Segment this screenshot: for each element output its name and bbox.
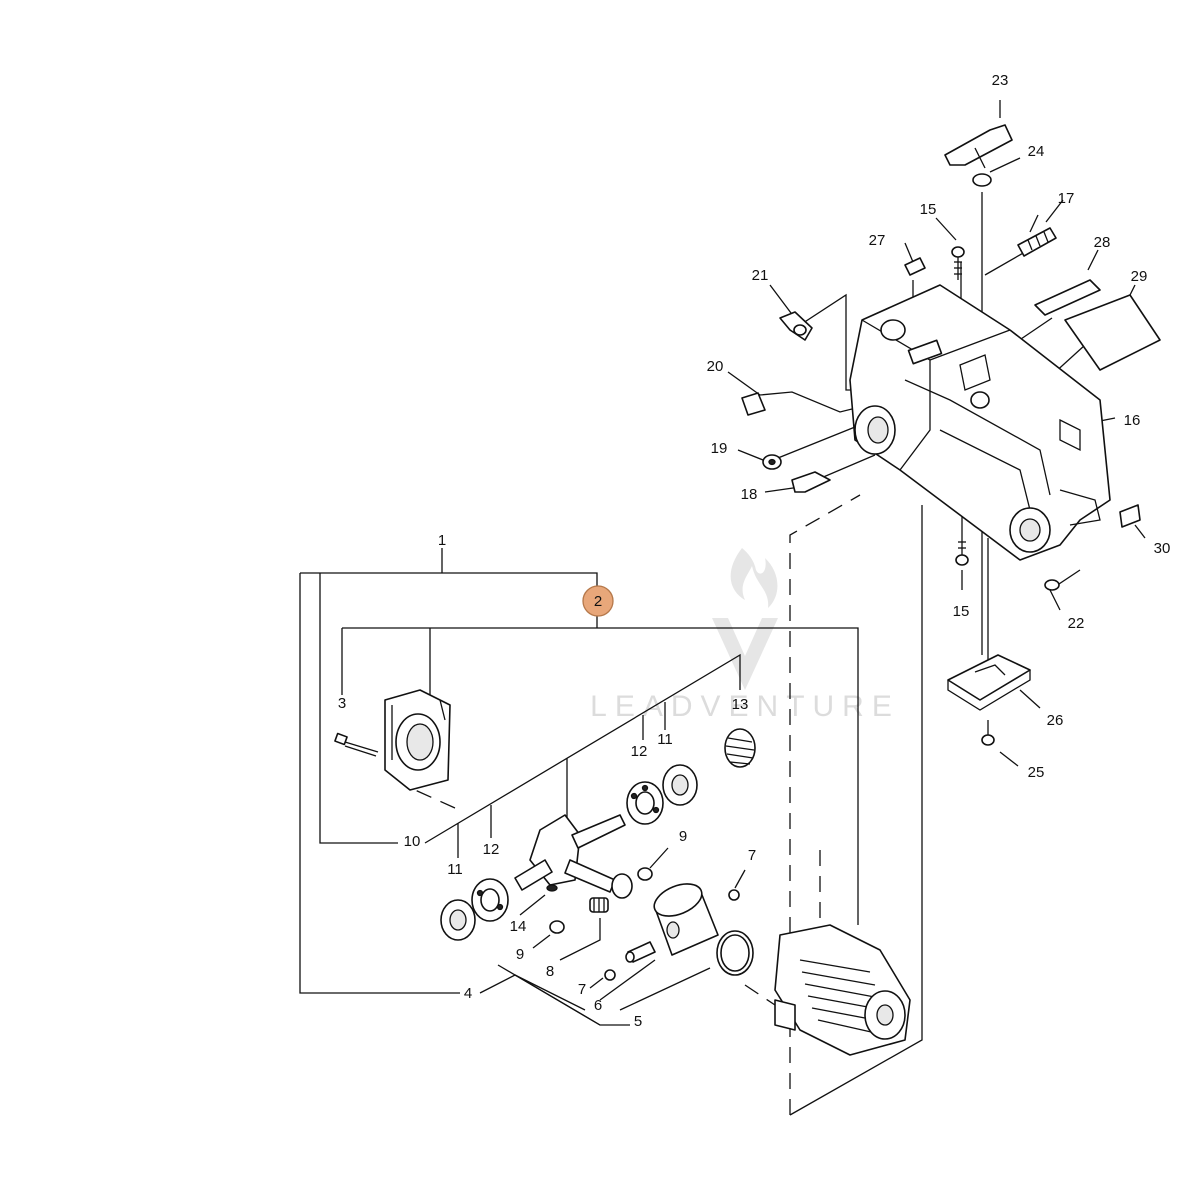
callout-27[interactable]: 27 — [869, 232, 886, 249]
callout-30[interactable]: 30 — [1154, 540, 1171, 557]
callout-6[interactable]: 6 — [594, 997, 602, 1014]
circlip-part-7-left — [604, 969, 616, 981]
callout-5[interactable]: 5 — [634, 1013, 642, 1030]
callout-29[interactable]: 29 — [1131, 268, 1148, 285]
callout-7-left[interactable]: 7 — [578, 981, 586, 998]
callout-28[interactable]: 28 — [1094, 234, 1111, 251]
callout-12-left[interactable]: 12 — [483, 841, 500, 858]
callout-22[interactable]: 22 — [1068, 615, 1085, 632]
crankcase-half-left — [384, 689, 451, 791]
spring-part-13 — [724, 728, 756, 768]
label-part-30 — [1119, 504, 1141, 528]
callout-9-left[interactable]: 9 — [516, 946, 524, 963]
callout-26[interactable]: 26 — [1047, 712, 1064, 729]
screw-part-15-top — [951, 246, 965, 280]
crankcase-housing-part-16 — [849, 284, 1111, 561]
bearing-part-12-right — [626, 781, 664, 825]
callout-25[interactable]: 25 — [1028, 764, 1045, 781]
buffer-part-26 — [947, 654, 1031, 711]
cylinder-part — [774, 924, 911, 1056]
callout-11-right[interactable]: 11 — [657, 731, 673, 748]
callout-10[interactable]: 10 — [404, 833, 421, 850]
part-18 — [791, 471, 831, 493]
callout-11-left[interactable]: 11 — [447, 861, 463, 878]
washer-part-9-left — [549, 920, 565, 934]
needle-cage-part-8 — [589, 897, 609, 913]
seal-part-11-right — [662, 764, 698, 806]
flame-logo-icon — [730, 548, 778, 608]
callout-15-top[interactable]: 15 — [920, 201, 937, 218]
parts — [334, 124, 1161, 1056]
callout-16[interactable]: 16 — [1124, 412, 1141, 429]
callout-23[interactable]: 23 — [992, 72, 1009, 89]
callout-14[interactable]: 14 — [510, 918, 527, 935]
callout-7-right[interactable]: 7 — [748, 847, 756, 864]
fitting-part-17 — [1017, 227, 1057, 257]
callout-3[interactable]: 3 — [338, 695, 346, 712]
callout-18[interactable]: 18 — [741, 486, 758, 503]
bearing-part-12-left — [471, 878, 509, 922]
callout-15-bottom[interactable]: 15 — [953, 603, 970, 620]
v-logo-icon — [712, 618, 778, 690]
screw-part-25 — [981, 720, 995, 746]
callout-21[interactable]: 21 — [752, 267, 769, 284]
part-20 — [741, 392, 766, 416]
label-part-29 — [1064, 294, 1161, 371]
washer-part-9-right — [637, 867, 653, 881]
circlip-part-7-right — [728, 889, 740, 901]
piston-part-5 — [653, 883, 719, 956]
crankshaft-part — [514, 814, 633, 899]
piston-pin-part-6 — [625, 941, 656, 963]
callout-8[interactable]: 8 — [546, 963, 554, 980]
watermark-text: LEADVENTURE — [590, 690, 900, 723]
screw-part-15-bottom — [955, 538, 969, 566]
callout-2[interactable]: 2 — [594, 593, 602, 610]
seal-part-11-left — [440, 899, 476, 941]
callout-12-right[interactable]: 12 — [631, 743, 648, 760]
screw-part-22 — [1044, 579, 1060, 591]
highlight-circle — [582, 585, 614, 617]
part-21 — [779, 311, 813, 341]
callout-4[interactable]: 4 — [464, 985, 472, 1002]
watermark: LEADVENTURE — [590, 548, 900, 723]
callout-9-right[interactable]: 9 — [679, 828, 687, 845]
callout-1[interactable]: 1 — [438, 532, 446, 549]
callout-19[interactable]: 19 — [711, 440, 728, 457]
label-part-27 — [904, 257, 926, 276]
callout-17[interactable]: 17 — [1058, 190, 1075, 207]
plug-part-24 — [972, 173, 992, 187]
part-23 — [944, 124, 1013, 169]
part-19 — [762, 454, 782, 470]
screw-part-3 — [334, 732, 379, 757]
gasket-part-28 — [1034, 279, 1101, 316]
callout-13[interactable]: 13 — [732, 696, 749, 713]
callout-20[interactable]: 20 — [707, 358, 724, 375]
callout-labels: 1 2 3 4 5 6 7 7 8 9 9 10 11 11 12 12 13 … — [338, 72, 1171, 1030]
callout-24[interactable]: 24 — [1028, 143, 1045, 160]
